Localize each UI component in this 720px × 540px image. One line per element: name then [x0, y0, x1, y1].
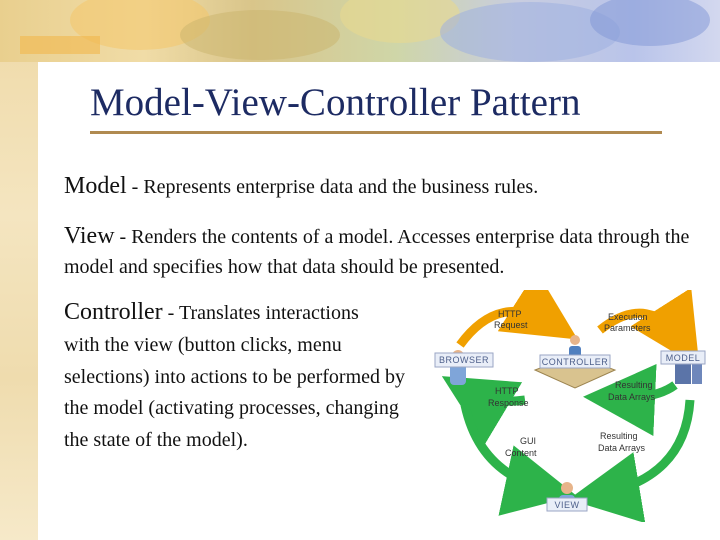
controller-term: Controller — [64, 299, 163, 325]
view-paragraph: View - Renders the contents of a model. … — [64, 221, 714, 282]
arrow-http-request — [456, 290, 578, 348]
http-response-label-1: HTTP — [495, 386, 519, 396]
mvc-diagram: BROWSER CONTROLLER MODEL VIEW HTTP Reque… — [430, 290, 720, 522]
controller-description-body: with the view (button clicks, menu selec… — [64, 334, 406, 451]
model-label: MODEL — [666, 353, 701, 363]
mvc-diagram-svg: BROWSER CONTROLLER MODEL VIEW HTTP Reque… — [434, 290, 706, 522]
arrow-execution-parameters — [597, 290, 700, 368]
controller-node: CONTROLLER — [533, 335, 617, 389]
view-node: VIEW — [546, 482, 588, 512]
model-term: Model — [64, 173, 127, 199]
controller-description-head: - Translates interactions — [162, 302, 359, 324]
http-request-label-2: Request — [494, 320, 528, 330]
browser-node: BROWSER — [434, 350, 494, 385]
view-description: - Renders the contents of a model. Acces… — [64, 226, 690, 278]
browser-label: BROWSER — [439, 355, 489, 365]
controller-label: CONTROLLER — [542, 357, 609, 367]
http-response-label-2: Response — [488, 398, 529, 408]
http-request-label-1: HTTP — [498, 309, 522, 319]
arrow-gui-content — [460, 404, 577, 516]
arrow-resulting-data-2 — [568, 399, 695, 522]
background-left-strip — [0, 0, 38, 540]
controller-paragraph: Controller - Translates interactions — [64, 297, 359, 328]
resulting-data-2-label-2: Data Arrays — [598, 443, 646, 453]
model-node: MODEL — [660, 350, 706, 384]
arrow-http-response — [441, 376, 526, 445]
title-underline — [90, 131, 662, 134]
decorative-banner — [0, 0, 720, 62]
model-paragraph: Model - Represents enterprise data and t… — [64, 171, 538, 202]
execution-params-label-2: Parameters — [604, 323, 651, 333]
slide-title: Model-View-Controller Pattern — [90, 81, 581, 124]
execution-params-label-1: Execution — [608, 312, 648, 322]
arrow-resulting-data-1 — [583, 364, 678, 436]
gui-content-label-1: GUI — [520, 436, 536, 446]
model-description: - Represents enterprise data and the bus… — [126, 176, 539, 198]
view-term: View — [64, 223, 115, 249]
resulting-data-2-label-1: Resulting — [600, 431, 638, 441]
resulting-data-1-label-1: Resulting — [615, 380, 653, 390]
resulting-data-1-label-2: Data Arrays — [608, 392, 656, 402]
banner-art — [20, 0, 710, 62]
gui-content-label-2: Content — [505, 448, 537, 458]
view-label: VIEW — [554, 500, 579, 510]
